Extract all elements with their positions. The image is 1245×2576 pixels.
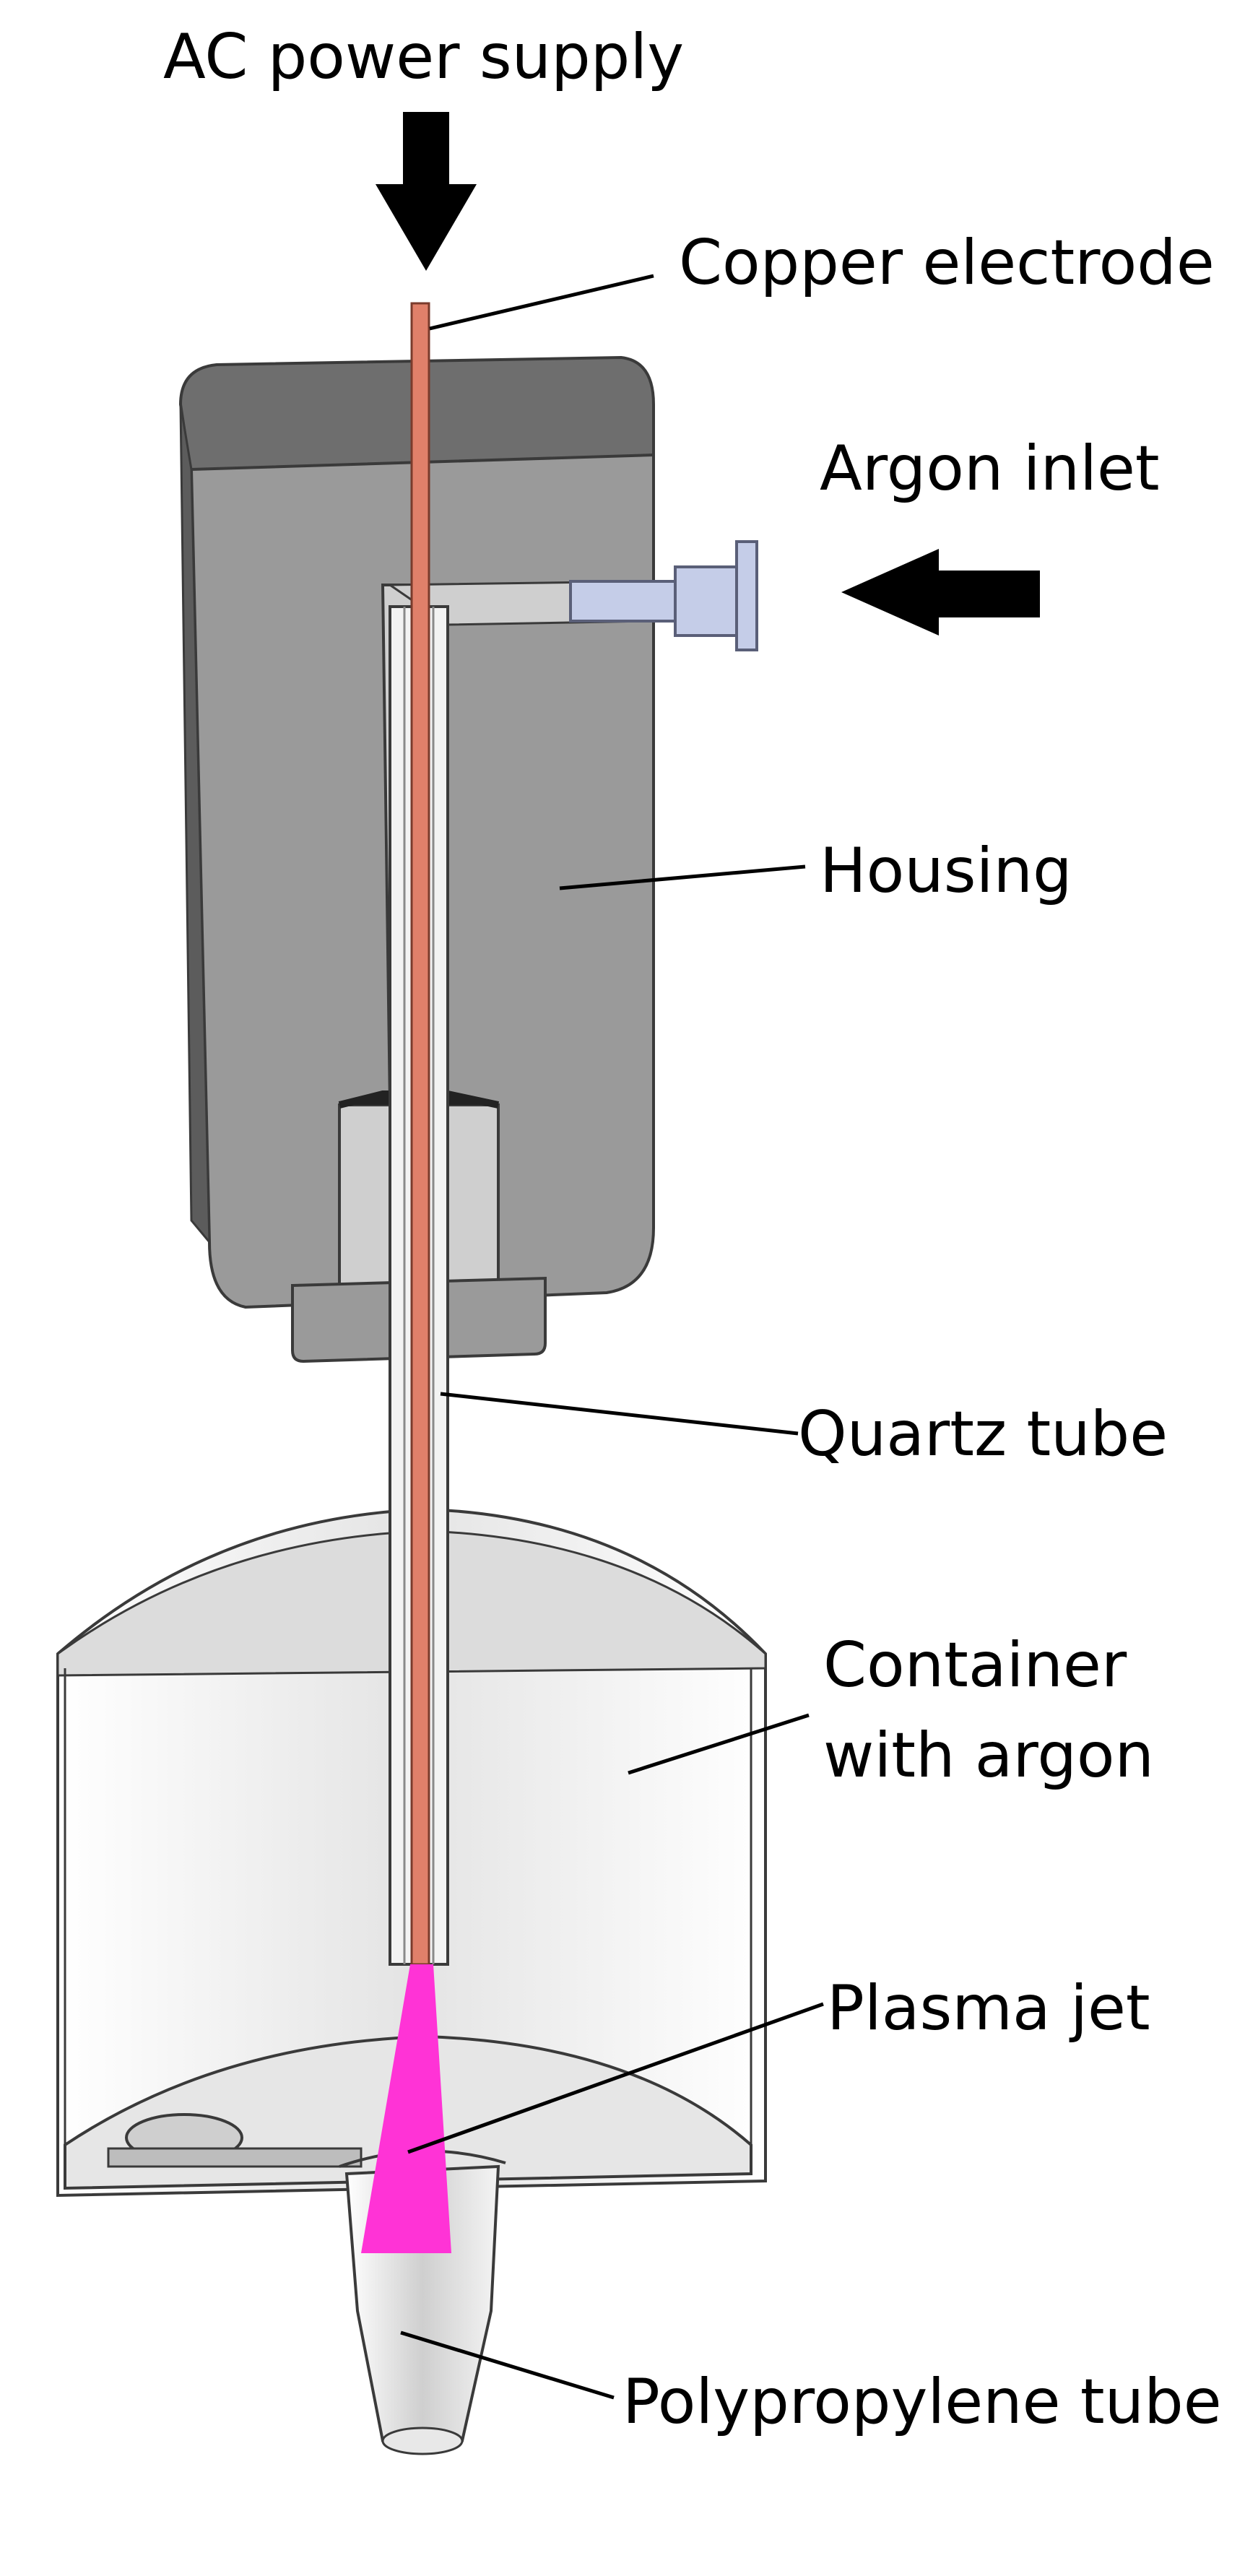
argon-inlet-arrow-icon — [841, 549, 1040, 636]
argon-inlet-fitting — [569, 540, 758, 651]
label-ac-power-supply: AC power supply — [163, 21, 684, 93]
plasma-jet — [361, 1964, 451, 2253]
label-housing: Housing — [820, 835, 1072, 907]
housing — [178, 355, 655, 1363]
label-quartz-tube: Quartz tube — [798, 1398, 1168, 1470]
label-polypropylene-tube: Polypropylene tube — [622, 2366, 1222, 2438]
ac-power-arrow-icon — [376, 112, 477, 271]
copper-electrode — [410, 302, 430, 1966]
label-plasma-jet: Plasma jet — [827, 1972, 1150, 2044]
label-copper-electrode: Copper electrode — [679, 227, 1215, 299]
label-argon-inlet: Argon inlet — [820, 433, 1160, 505]
label-container-line2: with argon — [823, 1719, 1154, 1792]
leader-lines — [400, 274, 824, 2400]
label-container-line1: Container — [823, 1629, 1127, 1701]
